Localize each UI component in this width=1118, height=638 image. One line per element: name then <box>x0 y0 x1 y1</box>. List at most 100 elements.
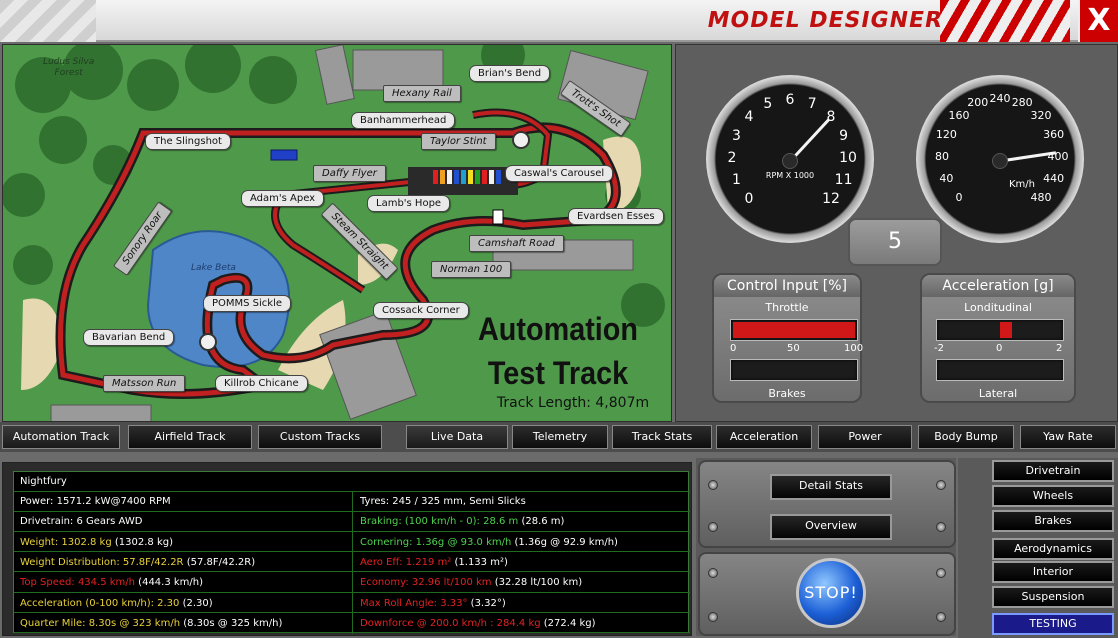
stat-reference-value: (57.8F/42.2R) <box>183 556 256 568</box>
stop-button[interactable]: STOP! <box>796 558 866 628</box>
tab-live-data[interactable]: Live Data <box>406 425 508 449</box>
table-row: Quarter Mile: 8.30s @ 323 km/h (8.30s @ … <box>14 614 690 634</box>
corner-label-caswals-carousel[interactable]: Caswal's Carousel <box>505 165 614 182</box>
corner-label-evardsen-esses[interactable]: Evardsen Esses <box>568 208 664 225</box>
stat-value: Tyres: 245 / 325 mm, Semi Slicks <box>360 496 526 507</box>
speed-tick-label: 480 <box>1030 191 1052 204</box>
stat-cell: Power: 1571.2 kW@7400 RPM <box>20 494 171 509</box>
stat-cell: Weight Distribution: 57.8F/42.2R (57.8F/… <box>20 555 255 570</box>
test-controls: Detail Stats Overview STOP! <box>696 458 956 636</box>
speed-tick-label: 400 <box>1047 150 1069 163</box>
rpm-tick-label: 10 <box>839 150 857 166</box>
stat-cell: Top Speed: 434.5 km/h (444.3 km/h) <box>20 575 203 590</box>
throttle-tick-min: 0 <box>730 343 737 354</box>
speed-tick-label: 160 <box>948 108 970 122</box>
tab-power[interactable]: Power <box>818 425 912 449</box>
corner-label-taylor-stint[interactable]: Taylor Stint <box>421 133 496 150</box>
speed-gauge-hub <box>992 153 1008 169</box>
page-title: MODEL DESIGNER <box>705 8 945 33</box>
detail-stats-button[interactable]: Detail Stats <box>770 474 892 500</box>
tab-airfield-track[interactable]: Airfield Track <box>128 425 252 449</box>
stat-cell: Cornering: 1.36g @ 93.0 km/h (1.36g @ 92… <box>360 535 618 550</box>
corner-label-banhammerhead[interactable]: Banhammerhead <box>351 112 456 129</box>
nav-brakes[interactable]: Brakes <box>992 510 1114 532</box>
rpm-tick-label: 4 <box>744 108 754 125</box>
screw-icon <box>936 612 946 622</box>
corner-label-matsson-run[interactable]: Matsson Run <box>103 375 186 392</box>
corner-label-adams-apex[interactable]: Adam's Apex <box>241 190 325 207</box>
corner-label-norman-100[interactable]: Norman 100 <box>431 261 512 278</box>
corner-label-killrob-chicane[interactable]: Killrob Chicane <box>215 375 308 392</box>
tab-automation-track[interactable]: Automation Track <box>2 425 120 449</box>
speed-tick-label: 440 <box>1043 172 1065 186</box>
track-title: Automation Test Track <box>455 307 662 395</box>
stat-cell: Weight: 1302.8 kg (1302.8 kg) <box>20 535 173 550</box>
screw-icon <box>708 612 718 622</box>
forest-label: Ludus Silva Forest <box>43 57 95 78</box>
corner-label-cossack-corner[interactable]: Cossack Corner <box>373 302 469 319</box>
rpm-tick-label: 0 <box>744 191 754 207</box>
track-title-line1: Automation <box>478 311 638 347</box>
stat-cell: Braking: (100 km/h - 0): 28.6 m (28.6 m) <box>360 514 564 529</box>
tab-body-bump[interactable]: Body Bump <box>918 425 1014 449</box>
table-row: Weight Distribution: 57.8F/42.2R (57.8F/… <box>14 553 690 573</box>
track-length: Track Length: 4,807m <box>496 395 650 411</box>
rpm-tick-label: 7 <box>807 96 817 113</box>
speed-tick-label: 200 <box>967 96 989 110</box>
stat-value: Weight: 1302.8 kg <box>20 536 112 548</box>
rpm-tick-label: 5 <box>763 96 773 113</box>
corner-label-hexany-rail[interactable]: Hexany Rail <box>383 85 461 102</box>
speed-tick-label: 80 <box>935 150 949 163</box>
gear-indicator: 5 <box>848 218 942 266</box>
tab-custom-tracks[interactable]: Custom Tracks <box>258 425 382 449</box>
brakes-label: Brakes <box>768 387 806 400</box>
tab-track-stats[interactable]: Track Stats <box>612 425 712 449</box>
corner-label-bavarian-bend[interactable]: Bavarian Bend <box>83 329 175 346</box>
corner-label-daffy-flyer[interactable]: Daffy Flyer <box>313 165 386 182</box>
speed-tick-label: 320 <box>1030 108 1052 122</box>
screw-icon <box>936 522 946 532</box>
control-input-panel: Control Input [%] Throttle 0 50 100 Brak… <box>712 273 863 403</box>
screw-icon <box>708 568 718 578</box>
stat-cell: Tyres: 245 / 325 mm, Semi Slicks <box>360 494 526 509</box>
lateral-label: Lateral <box>978 387 1018 400</box>
nav-aerodynamics[interactable]: Aerodynamics <box>992 538 1114 560</box>
stat-value: Weight Distribution: 57.8F/42.2R <box>20 556 184 568</box>
stats-table: Nightfury Power: 1571.2 kW@7400 RPM Tyres… <box>13 471 690 634</box>
stat-reference-value: (272.4 kg) <box>540 617 596 629</box>
rpm-tick-label: 1 <box>731 172 741 189</box>
throttle-bar <box>730 319 858 341</box>
stat-reference-value: (28.6 m) <box>518 516 565 528</box>
close-button[interactable]: X <box>1078 0 1118 42</box>
tab-acceleration[interactable]: Acceleration <box>716 425 812 449</box>
header-bar: MODEL DESIGNER <box>0 0 1118 42</box>
overview-button[interactable]: Overview <box>770 514 892 540</box>
tab-telemetry[interactable]: Telemetry <box>512 425 608 449</box>
stat-value: Acceleration (0-100 km/h): 2.30 <box>20 597 180 609</box>
speed-tick-label: 0 <box>955 191 963 204</box>
nav-suspension[interactable]: Suspension <box>992 586 1114 608</box>
stat-cell: Aero Eff: 1.219 m² (1.133 m²) <box>360 555 508 570</box>
corner-label-the-slingshot[interactable]: The Slingshot <box>145 133 231 150</box>
nav-testing[interactable]: TESTING <box>992 613 1114 635</box>
nav-wheels[interactable]: Wheels <box>992 485 1114 507</box>
speed-tick-label: 240 <box>989 92 1011 105</box>
header-stripes-right <box>940 0 1070 42</box>
stat-reference-value: (1.36g @ 92.9 km/h) <box>511 536 618 548</box>
table-row: Acceleration (0-100 km/h): 2.30 (2.30)Ma… <box>14 594 690 613</box>
nav-drivetrain[interactable]: Drivetrain <box>992 460 1114 482</box>
stat-cell: Economy: 32.96 lt/100 km (32.28 lt/100 k… <box>360 575 582 590</box>
corner-label-brians-bend[interactable]: Brian's Bend <box>469 65 551 82</box>
throttle-label: Throttle <box>765 301 809 314</box>
car-name: Nightfury <box>20 476 67 487</box>
tab-yaw-rate[interactable]: Yaw Rate <box>1020 425 1116 449</box>
speed-tick-label: 40 <box>939 172 954 186</box>
designer-section-nav: Drivetrain Wheels Brakes Aerodynamics In… <box>958 458 1118 638</box>
longitudinal-bar-fill <box>1000 322 1012 338</box>
brakes-bar <box>730 359 858 381</box>
corner-label-camshaft-road[interactable]: Camshaft Road <box>469 235 564 252</box>
corner-label-lambs-hope[interactable]: Lamb's Hope <box>367 195 451 212</box>
nav-interior[interactable]: Interior <box>992 561 1114 583</box>
corner-label-pomms-sickle[interactable]: POMMS Sickle <box>203 295 292 312</box>
